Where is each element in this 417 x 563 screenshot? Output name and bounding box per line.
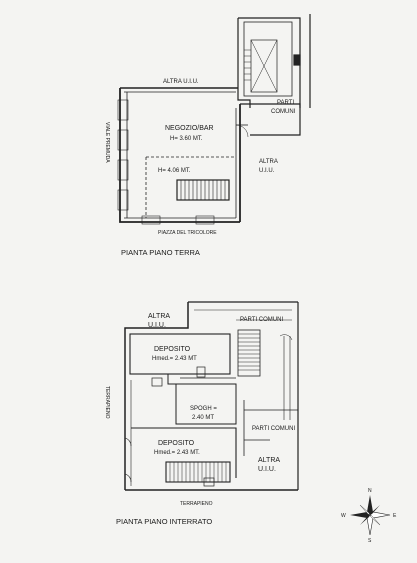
basement-altra-bottom-1: ALTRA (258, 457, 280, 464)
mezzanine-height: H= 4.06 MT. (158, 168, 191, 174)
compass-rose-icon (350, 495, 391, 536)
shop-label: NEGOZIO/BAR (165, 125, 214, 132)
ground-floor-title: PIANTA PIANO TERRA (121, 248, 200, 257)
compass-s: S (368, 538, 372, 544)
basement-altra-top-2: U.I.U. (148, 322, 166, 329)
compass-n: N (368, 488, 372, 494)
street-bottom-label: PIAZZA DEL TRICOLORE (158, 230, 217, 236)
altra-uiu-top-label: ALTRA U.I.U. (163, 79, 199, 85)
altra-right-label-2: U.I.U. (259, 168, 275, 174)
basement-street-left: TERRAPIENO (104, 386, 110, 419)
basement-street-bottom: TERRAPIENO (180, 501, 213, 507)
compass-w: W (341, 513, 346, 519)
spogh-label-2: 2.40 MT (192, 415, 214, 421)
parti-comuni-label-1: PARTI (277, 100, 294, 106)
deposito-top-label: DEPOSITO (154, 346, 191, 353)
basement-altra-top-1: ALTRA (148, 313, 170, 320)
deposito-top-height: Hmed.= 2.43 MT (152, 356, 197, 362)
parti-comuni-label-2: COMUNI (271, 109, 296, 115)
basement-title: PIANTA PIANO INTERRATO (116, 517, 212, 526)
basement-parti-comuni-right: PARTI COMUNI (252, 426, 295, 432)
street-left-label: VIALE PREMUDA (104, 122, 110, 163)
spogh-label-1: SPOGH = (190, 406, 217, 412)
ground-floor-plan (117, 14, 311, 225)
basement-parti-comuni-top: PARTI COMUNI (240, 317, 283, 323)
basement-plan (124, 301, 299, 491)
altra-right-label-1: ALTRA (259, 159, 278, 165)
deposito-bottom-label: DEPOSITO (158, 440, 195, 447)
compass-e: E (393, 513, 397, 519)
shop-height: H= 3.60 MT. (170, 136, 203, 142)
deposito-bottom-height: Hmed.= 2.43 MT. (154, 450, 200, 456)
basement-altra-bottom-2: U.I.U. (258, 466, 276, 473)
